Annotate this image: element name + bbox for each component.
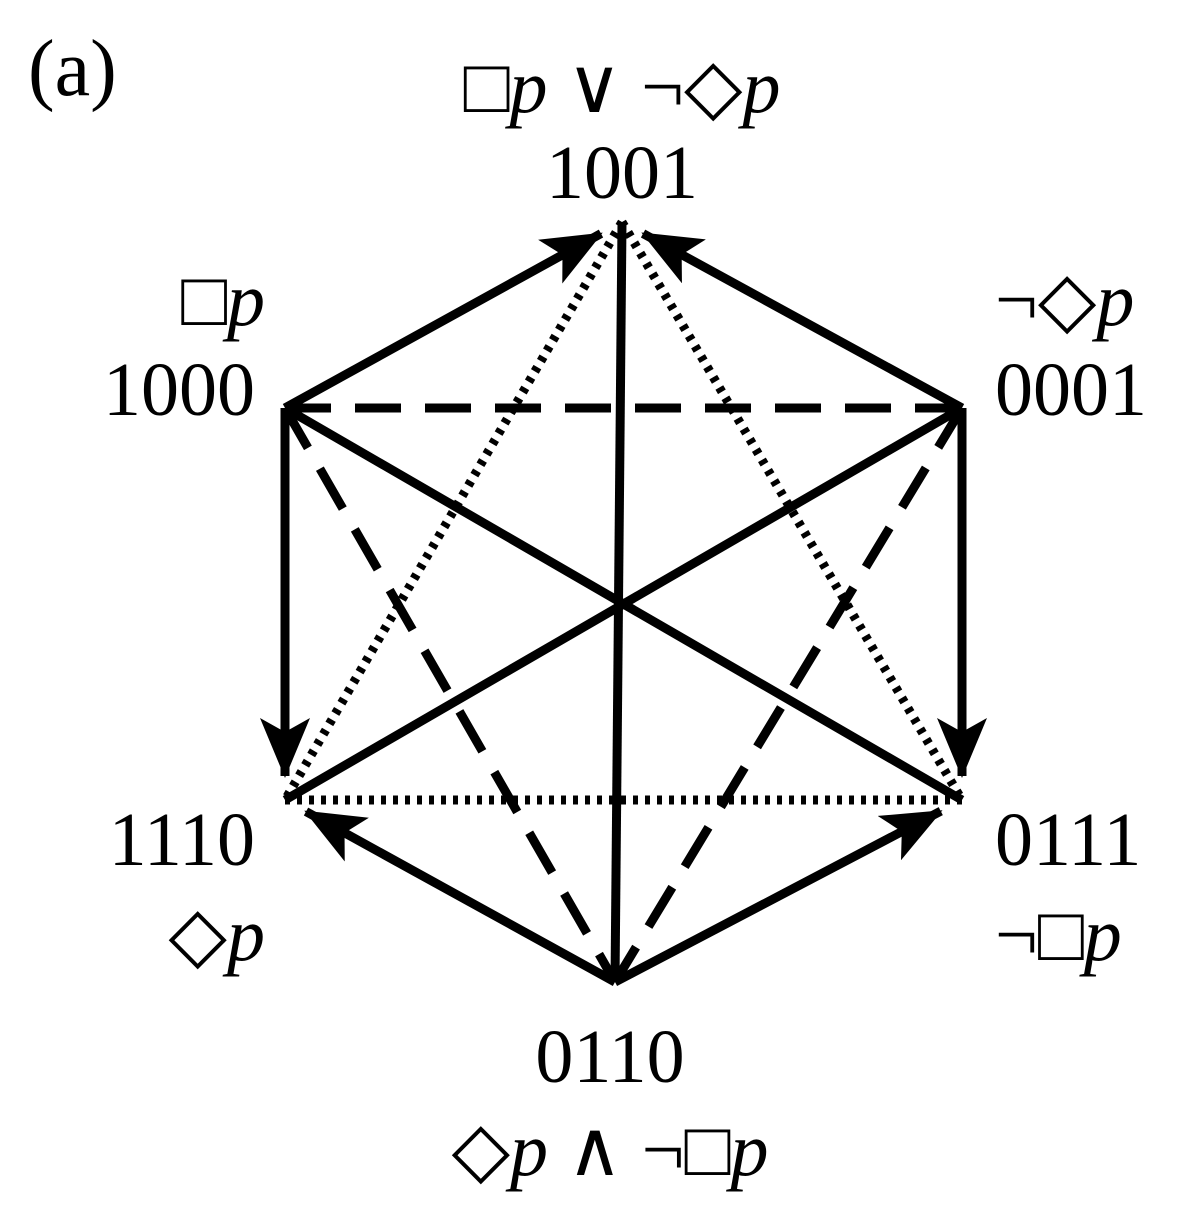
node-1000-code: 1000 (103, 348, 255, 432)
edge-1000-0110 (281, 405, 619, 985)
edge-1001-1110 (281, 219, 626, 803)
edge-0001-1110 (282, 404, 965, 804)
node-0001-formula: ¬◇p (995, 258, 1134, 342)
node-1110-formula: ◇p (169, 893, 265, 977)
edge-0001-1001 (640, 229, 965, 412)
node-1000-formula: □p (181, 258, 265, 342)
node-1001-code: 1001 (546, 131, 698, 215)
node-0111-formula: ¬□p (995, 893, 1122, 977)
edge-1001-0111 (618, 219, 966, 803)
node-1110-code: 1110 (109, 798, 255, 882)
edge-0110-1110 (303, 807, 618, 986)
edge-1000-1001 (282, 229, 604, 412)
edges-layer (260, 219, 987, 986)
panel-label: (a) (28, 25, 117, 113)
edge-0110-0111 (612, 807, 943, 986)
node-0110-code: 0110 (535, 1015, 684, 1099)
node-0001-code: 0001 (995, 348, 1147, 432)
edge-0001-0110 (611, 405, 966, 985)
node-0110-formula: ◇p ∧ ¬□p (452, 1108, 769, 1192)
node-1001-formula: □p ∨ ¬◇p (464, 45, 781, 129)
node-0111-code: 0111 (995, 798, 1141, 882)
